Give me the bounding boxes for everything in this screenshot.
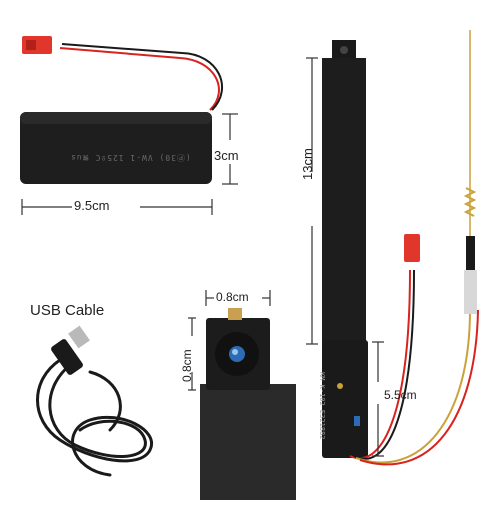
board-wires xyxy=(349,269,479,466)
battery-pack xyxy=(20,36,223,184)
board-connector xyxy=(404,234,420,262)
lens-module xyxy=(200,308,296,500)
battery-dimension-lines xyxy=(21,113,238,215)
camera-board xyxy=(322,340,368,458)
battery-height-label: 3cm xyxy=(214,148,239,163)
board-height-label: 5.5cm xyxy=(384,388,417,402)
strap-dimension-lines xyxy=(306,57,384,457)
lens-dimension-lines xyxy=(188,290,271,391)
lens-width-label: 0.8cm xyxy=(216,290,249,304)
antenna xyxy=(463,30,477,314)
usb-cable-label: USB Cable xyxy=(30,302,105,319)
board-marking: KM K-102 E321882 xyxy=(318,372,326,440)
battery-marking: (Ⓟ30) VW-1 125ºC 𝕽us xyxy=(70,153,191,162)
lens-height-label: 0.8cm xyxy=(180,349,194,382)
strap-length-label: 13cm xyxy=(300,148,315,180)
usb-plug xyxy=(51,325,90,375)
flex-strap xyxy=(322,58,366,344)
lens-strap xyxy=(200,384,296,500)
battery-body xyxy=(20,112,212,184)
usb-cable xyxy=(36,358,154,477)
strap-camera xyxy=(322,40,368,458)
battery-width-label: 9.5cm xyxy=(74,198,110,213)
